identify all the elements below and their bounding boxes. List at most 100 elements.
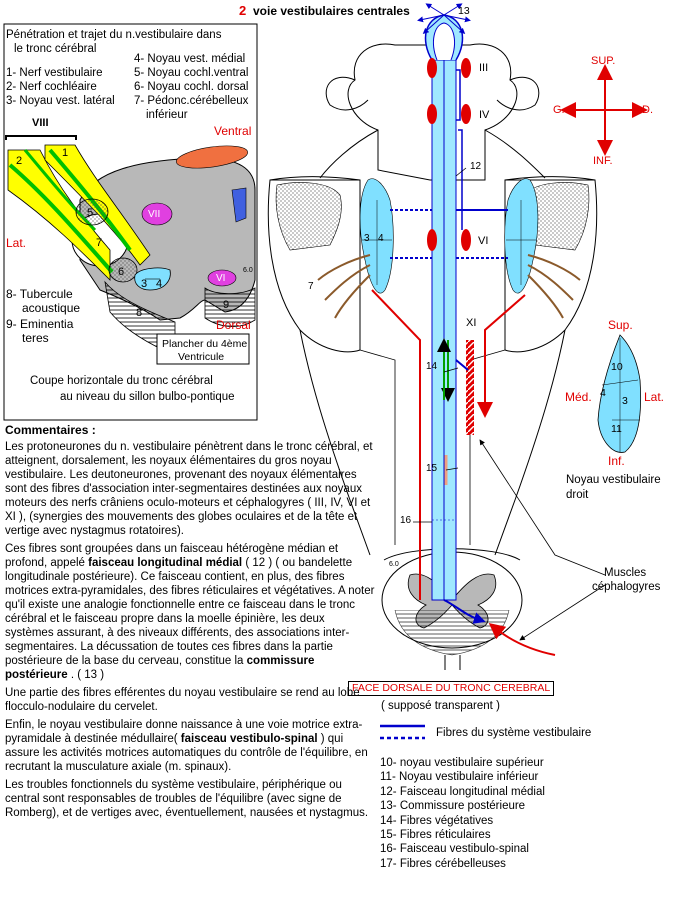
orient-sup: SUP. [591, 55, 616, 67]
legend-item: 17- Fibres cérébelleuses [380, 857, 506, 870]
nucleus-lat-label: Lat. [644, 390, 665, 404]
comments-p2: Ces fibres sont groupées dans un faiscea… [5, 542, 375, 682]
comments-p1: Les protoneurones du n. vestibulaire pén… [5, 441, 373, 537]
comments-p2-d: commissure postérieure [5, 655, 315, 681]
nucleus-med-label: Méd. [565, 390, 592, 404]
legend-item: 16- Faisceau vestibulo-spinal [380, 843, 529, 856]
cranial-motor-nuclei [427, 58, 474, 435]
inset-legend-2: 2- Nerf cochléaire [6, 81, 97, 93]
comments-p4-b: faisceau vestibulo-spinal [180, 733, 318, 745]
nucleus-4: 4 [600, 387, 606, 399]
label-4: 4 [378, 233, 384, 244]
dorsal-label: Dorsal [216, 318, 251, 332]
label-IV: IV [479, 109, 490, 121]
label-3: 3 [364, 233, 370, 244]
plancher-1: Plancher du 4ème [162, 338, 248, 350]
inset-legend-6: 6- Noyau cochl. dorsal [134, 81, 249, 93]
comments-p2-e: . ( 13 ) [67, 669, 105, 681]
legend-item: 12- Faisceau longitudinal médial [380, 785, 545, 798]
legend-fibres-label: Fibres du système vestibulaire [436, 727, 592, 739]
medial-longitudinal-fasciculus [424, 14, 464, 601]
inset-legend-1: 1- Nerf vestibulaire [6, 67, 103, 79]
inset-num-6: 6 [118, 266, 125, 278]
eminentia-1: 9- Eminentia [6, 317, 74, 331]
nucleus-sup-label: Sup. [608, 318, 633, 332]
main-scale: 6.0 [389, 561, 399, 568]
label-13: 13 [458, 5, 470, 17]
inset-scale: 6.0 [243, 267, 253, 274]
suppose-label: ( supposé transparent ) [381, 700, 500, 712]
inset-legend-4: 4- Noyau vest. médial [134, 53, 246, 65]
inset-legend-7b: inférieur [146, 109, 188, 121]
label-III: III [479, 62, 489, 74]
inset-legend-5: 5- Noyau cochl.ventral [134, 67, 249, 79]
legend-fibre-lines [380, 724, 425, 740]
inset-num-9: 9 [223, 299, 230, 311]
vestibular-fibres [390, 3, 508, 624]
label-16: 16 [400, 515, 412, 526]
nucleus-vii-label: VII [148, 209, 161, 220]
nerve-viii-label: VIII [32, 117, 49, 129]
muscles-label-2: céphalogyres [592, 581, 661, 593]
leader-lines [413, 167, 606, 641]
eminentia-2: teres [22, 331, 49, 345]
comments-p4: Enfin, le noyau vestibulaire donne naiss… [5, 718, 375, 774]
inset-num-2: 2 [16, 155, 23, 167]
inset-heading-2: le tronc cérébral [14, 43, 97, 55]
tubercule-1: 8- Tubercule [6, 287, 73, 301]
title-number: 2 [239, 3, 247, 18]
motor-pathways [371, 289, 556, 656]
ventral-label: Ventral [214, 124, 252, 138]
inset-legend-7: 7- Pédonc.cérébelleux [134, 95, 249, 107]
plancher-2: Ventricule [178, 351, 225, 363]
orient-right: D. [642, 104, 653, 116]
nucleus-caption-1: Noyau vestibulaire [566, 474, 661, 486]
label-14: 14 [426, 361, 438, 372]
label-VI: VI [478, 235, 489, 247]
inset-heading-1: Pénétration et trajet du n.vestibulaire … [6, 29, 222, 41]
face-dorsale-label: FACE DORSALE DU TRONC CEREBRAL [348, 681, 555, 696]
legend-item: 11- Noyau vestibulaire inférieur [380, 771, 539, 784]
nucleus-3: 3 [622, 395, 628, 407]
legend-item: 13- Commissure postérieure [380, 800, 526, 813]
muscles-label-1: Muscles [604, 567, 647, 579]
inset-num-8: 8 [136, 307, 143, 319]
inset-num-7: 7 [96, 237, 103, 249]
comments-title: Commentaires : [5, 423, 96, 437]
comments-block: Commentaires : Les protoneurones du n. v… [5, 423, 375, 824]
comments-p2-c: ( 12 ) ( ou bandelette longitudinale pos… [5, 557, 375, 667]
page-title: voie vestibulaires centrales [253, 4, 410, 18]
nucleus-caption-2: droit [566, 489, 589, 501]
comments-p3: Une partie des fibres efférentes du noya… [5, 687, 360, 713]
vestibular-nuclei-main [317, 178, 581, 319]
nucleus-11: 11 [611, 423, 622, 435]
label-15: 15 [426, 463, 438, 474]
inset-num-3: 3 [141, 278, 148, 290]
label-7: 7 [308, 281, 314, 292]
comments-p4-a: Enfin, le noyau vestibulaire donne naiss… [5, 719, 363, 745]
orient-inf: INF. [593, 155, 613, 167]
inset-num-1: 1 [62, 147, 69, 159]
inset-caption-2: au niveau du sillon bulbo-pontique [60, 391, 235, 403]
comments-p5: Les troubles fonctionnels du système ves… [5, 779, 369, 819]
legend-item: 15- Fibres réticulaires [380, 829, 491, 842]
comments-p2-a: Ces fibres sont groupées dans un faiscea… [5, 543, 339, 569]
inset-cross-section [3, 23, 258, 421]
comments-p2-b: faisceau longitudinal médial [88, 557, 243, 569]
inset-caption-1: Coupe horizontale du tronc cérébral [30, 375, 213, 387]
nucleus-vi-label: VI [216, 273, 226, 284]
tubercule-2: acoustique [22, 301, 81, 315]
nucleus-10: 10 [611, 361, 623, 373]
label-XI: XI [466, 317, 477, 329]
inset-num-4: 4 [156, 278, 163, 290]
orient-left: G. [553, 104, 565, 116]
label-12: 12 [470, 161, 482, 172]
legend-item: 10- noyau vestibulaire supérieur [380, 757, 544, 769]
comments-p4-c: ) qui assure les activités motrices auto… [5, 733, 368, 773]
right-vestibular-nucleus [597, 334, 642, 453]
nucleus-inf-label: Inf. [608, 454, 625, 468]
legend-item: 14- Fibres végétatives [380, 814, 494, 827]
legend-list: 10- noyau vestibulaire supérieur 11- Noy… [380, 756, 545, 871]
lat-label: Lat. [6, 236, 27, 250]
